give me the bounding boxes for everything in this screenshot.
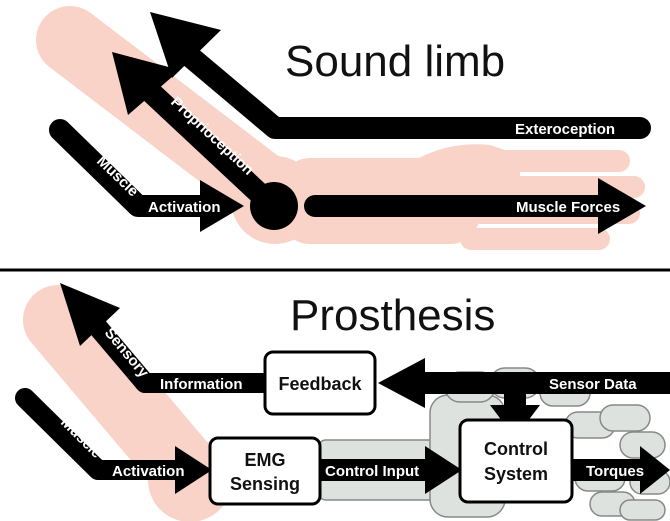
emg-box-line1: EMG — [244, 450, 285, 470]
muscle-activation-arrow-bottom — [15, 388, 212, 494]
control-system-box: Control System — [458, 418, 574, 504]
sound-limb-panel: Sound limb Exteroception Proprioception … — [36, 6, 651, 250]
feedback-box: Feedback — [263, 350, 377, 416]
activation-label-top: Activation — [148, 199, 221, 216]
proprioception-arrow — [112, 52, 273, 207]
muscle-activation-arrow — [49, 119, 244, 232]
sound-limb-title: Sound limb — [285, 37, 505, 86]
torques-label: Torques — [586, 463, 644, 480]
emg-box-line2: Sensing — [230, 474, 300, 494]
exteroception-arrow — [150, 12, 651, 139]
exteroception-label: Exteroception — [515, 121, 615, 138]
residual-limb-silhouette — [23, 285, 232, 521]
muscle-forces-arrow — [304, 178, 646, 234]
torques-arrow — [570, 446, 670, 494]
feedback-box-label: Feedback — [278, 374, 362, 394]
emg-sensing-box: EMG Sensing — [208, 436, 322, 506]
prosthesis-title: Prosthesis — [290, 291, 495, 340]
sensory-information-arrow — [60, 283, 278, 393]
joint-node — [250, 182, 298, 230]
activation-label-bottom: Activation — [112, 463, 185, 480]
information-label: Information — [160, 376, 243, 393]
control-input-arrow — [318, 446, 462, 494]
prosthesis-panel: Prosthesis Sensory Information Sensor Da… — [15, 283, 670, 521]
control-box-line1: Control — [484, 439, 548, 459]
control-input-label: Control Input — [325, 463, 419, 480]
sensor-data-label: Sensor Data — [549, 376, 637, 393]
control-box-line2: System — [484, 464, 548, 484]
muscle-forces-label: Muscle Forces — [516, 199, 620, 216]
